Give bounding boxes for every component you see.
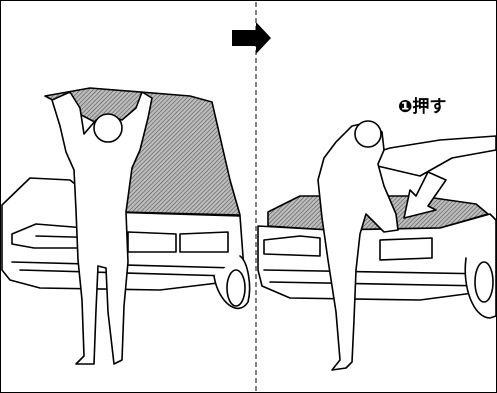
right-panel-press-hood — [257, 120, 497, 371]
left-panel-raise-hood — [1, 87, 251, 365]
right-person — [317, 121, 399, 371]
down-arrow-icon — [403, 171, 447, 219]
right-arrow-icon — [232, 22, 271, 54]
step-label: ❶押す — [398, 97, 447, 117]
